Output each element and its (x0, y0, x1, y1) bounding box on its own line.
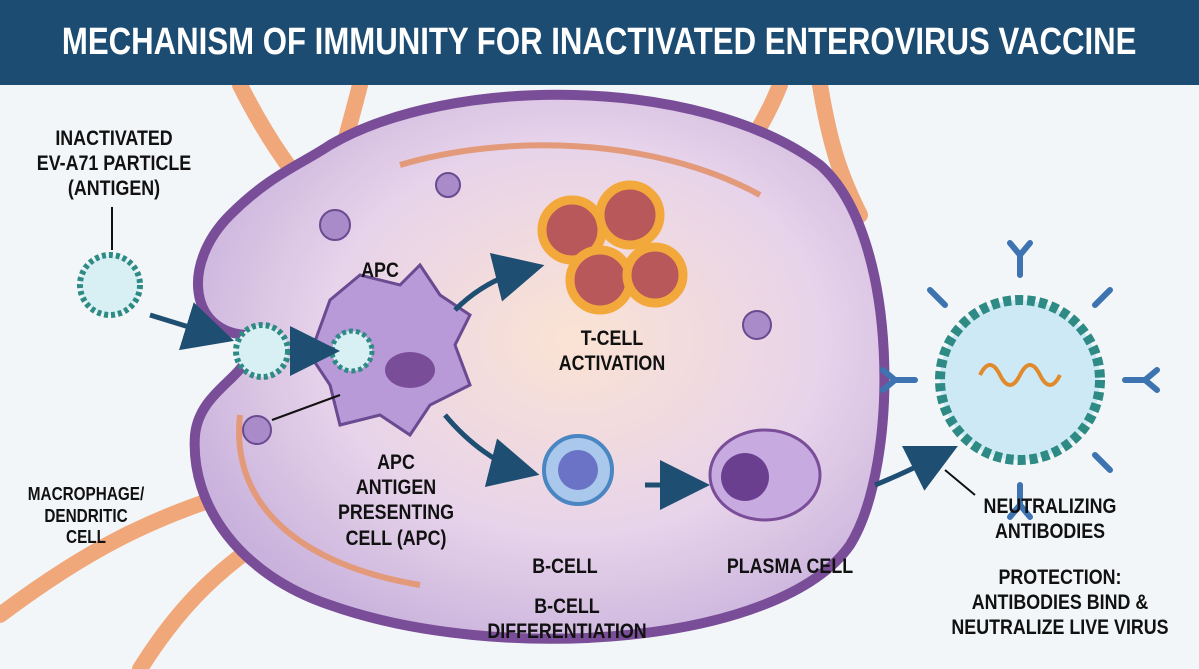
label-b-cell-differentiation: B-CELL DIFFERENTIATION (487, 594, 646, 644)
label-line: ANTIBODIES BIND & (971, 591, 1149, 615)
label-line: PROTECTION: (998, 566, 1122, 589)
label-antibodies: NEUTRALIZING ANTIBODIES (984, 494, 1117, 544)
label-line: T-CELL (580, 327, 644, 350)
neutralized-virus (880, 240, 1160, 520)
label-line: CELL (APC) (345, 526, 447, 550)
label-line: NEUTRALIZE LIVE VIRUS (951, 616, 1169, 640)
label-line: (ANTIGEN) (67, 177, 161, 201)
label-line: DENDRITIC (44, 505, 128, 526)
label-line: EV-A71 PARTICLE (36, 152, 192, 176)
flow-arrows (149, 253, 958, 510)
label-t-cell: T-CELL ACTIVATION (559, 326, 665, 376)
label-line: ANTIGEN (355, 476, 437, 500)
label-line: B-CELL (534, 595, 600, 618)
label-plasma-cell: PLASMA CELL (726, 555, 854, 578)
label-apc-full: APC ANTIGEN PRESENTING CELL (APC) (338, 450, 454, 551)
page-title: MECHANISM OF IMMUNITY FOR INACTIVATED EN… (62, 21, 1137, 63)
title-banner: MECHANISM OF IMMUNITY FOR INACTIVATED EN… (0, 0, 1199, 85)
plasma-cell (708, 428, 822, 522)
label-line: NEUTRALIZING (983, 495, 1117, 518)
label-line: PRESENTING (337, 501, 455, 525)
label-line: CELL (66, 527, 106, 548)
label-line: MACROPHAGE/ (27, 484, 145, 504)
lymph-node (189, 89, 890, 644)
label-line: DIFFERENTIATION (487, 620, 647, 644)
t-cell-cluster (537, 180, 688, 315)
label-macrophage: MACROPHAGE/ DENDRITIC CELL (28, 484, 144, 549)
label-line: ANTIBODIES (994, 520, 1106, 544)
label-protection: PROTECTION: ANTIBODIES BIND & NEUTRALIZE… (951, 565, 1168, 641)
apc-cell (308, 262, 472, 438)
virus-particle-icons (77, 252, 375, 380)
label-line: APC (377, 451, 415, 474)
macrophage-icons (242, 172, 772, 445)
b-cell (542, 434, 614, 506)
label-b-cell: B-CELL (532, 555, 598, 578)
label-line: ACTIVATION (558, 352, 666, 376)
label-line: INACTIVATED (55, 127, 173, 150)
label-apc: APC (361, 259, 399, 282)
label-antigen: INACTIVATED EV-A71 PARTICLE (ANTIGEN) (37, 126, 191, 202)
immunity-diagram (0, 85, 1160, 669)
